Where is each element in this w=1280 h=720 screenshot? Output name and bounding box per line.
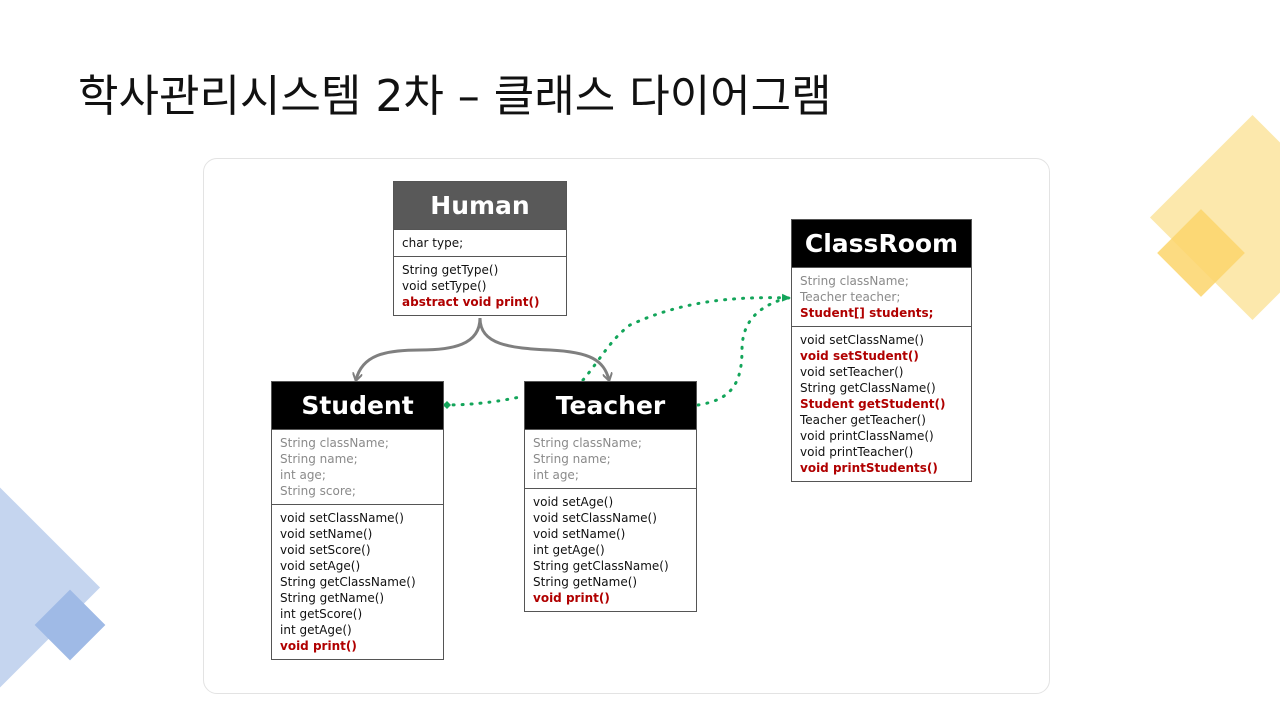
attribute: Student[] students;: [800, 306, 934, 320]
class-teacher-methods: void setAge() void setClassName() void s…: [525, 488, 696, 611]
method: Student getStudent(): [800, 397, 946, 411]
method: void setStudent(): [800, 349, 919, 363]
class-teacher: Teacher String className; String name; i…: [524, 381, 697, 612]
method: int getAge(): [280, 623, 352, 637]
method: String getType(): [402, 263, 499, 277]
attribute: String className;: [800, 274, 909, 288]
association-edge-student-classroom: [581, 293, 792, 382]
class-teacher-attributes: String className; String name; int age;: [525, 429, 696, 488]
method: void setAge(): [280, 559, 361, 573]
class-human: Human char type; String getType() void s…: [393, 181, 567, 316]
attribute: char type;: [402, 236, 464, 250]
attribute: String name;: [280, 452, 358, 466]
association-edge-teacher-classroom: [696, 295, 792, 407]
class-student: Student String className; String name; i…: [271, 381, 444, 660]
attribute: int age;: [280, 468, 326, 482]
method: String getClassName(): [533, 559, 669, 573]
method: void setType(): [402, 279, 487, 293]
method: void setClassName(): [800, 333, 924, 347]
class-human-name: Human: [394, 182, 566, 229]
method: void printStudents(): [800, 461, 938, 475]
method: void print(): [533, 591, 610, 605]
inheritance-edge-student: [356, 317, 482, 380]
inheritance-edge-teacher: [478, 317, 609, 380]
method: String getName(): [533, 575, 638, 589]
class-classroom: ClassRoom String className; Teacher teac…: [791, 219, 972, 482]
method: void setName(): [533, 527, 626, 541]
method: void setClassName(): [533, 511, 657, 525]
association-edge-student-teacher: [442, 395, 522, 409]
class-classroom-attributes: String className; Teacher teacher; Stude…: [792, 267, 971, 326]
method: String getClassName(): [280, 575, 416, 589]
method: Teacher getTeacher(): [800, 413, 926, 427]
method: abstract void print(): [402, 295, 540, 309]
attribute: String score;: [280, 484, 356, 498]
class-classroom-name: ClassRoom: [792, 220, 971, 267]
method: void print(): [280, 639, 357, 653]
attribute: int age;: [533, 468, 579, 482]
class-student-name: Student: [272, 382, 443, 429]
class-human-attributes: char type;: [394, 229, 566, 256]
attribute: String className;: [280, 436, 389, 450]
method: String getClassName(): [800, 381, 936, 395]
attribute: Teacher teacher;: [800, 290, 901, 304]
method: int getScore(): [280, 607, 363, 621]
method: void setTeacher(): [800, 365, 904, 379]
method: void printTeacher(): [800, 445, 914, 459]
class-student-methods: void setClassName() void setName() void …: [272, 504, 443, 659]
class-human-methods: String getType() void setType() abstract…: [394, 256, 566, 315]
class-classroom-methods: void setClassName() void setStudent() vo…: [792, 326, 971, 481]
method: void setScore(): [280, 543, 371, 557]
method: void setClassName(): [280, 511, 404, 525]
method: void setName(): [280, 527, 373, 541]
method: void setAge(): [533, 495, 614, 509]
attribute: String name;: [533, 452, 611, 466]
method: String getName(): [280, 591, 385, 605]
class-teacher-name: Teacher: [525, 382, 696, 429]
class-student-attributes: String className; String name; int age; …: [272, 429, 443, 504]
attribute: String className;: [533, 436, 642, 450]
method: void printClassName(): [800, 429, 934, 443]
method: int getAge(): [533, 543, 605, 557]
page-title: 학사관리시스템 2차 – 클래스 다이어그램: [78, 71, 832, 122]
